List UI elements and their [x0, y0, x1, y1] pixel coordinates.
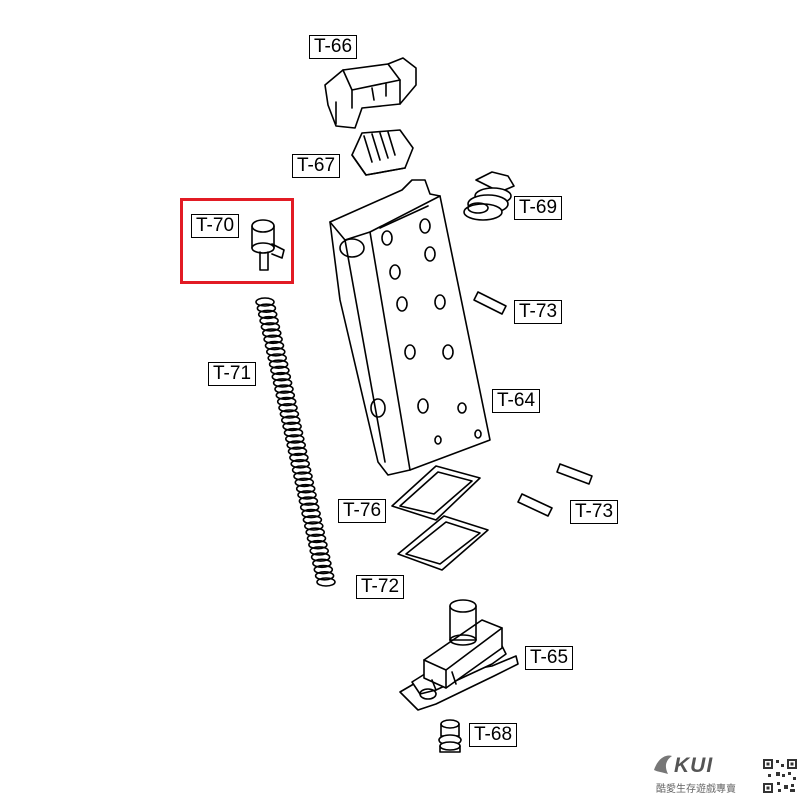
spring-coil: [299, 502, 320, 513]
spring-coil: [257, 309, 278, 320]
spring-coil: [291, 465, 312, 475]
spring-coil: [280, 415, 301, 426]
spring-coil: [294, 477, 315, 488]
spring-coil: [272, 378, 293, 388]
label-t65: T-65: [525, 646, 574, 670]
part-t73-pin-lower-drawing: [517, 463, 593, 517]
part-t71-spring-drawing: [255, 297, 336, 587]
spring-coil: [289, 452, 309, 463]
spring-coil: [275, 390, 296, 401]
spring-coil: [301, 508, 321, 519]
part-t66-drawing: [324, 57, 417, 129]
spring-coil: [287, 446, 308, 457]
spring-coil: [297, 490, 317, 500]
part-t64-drawing: [329, 179, 491, 476]
spring-coil: [255, 297, 275, 307]
label-t64: T-64: [492, 389, 541, 413]
spring-coil: [267, 353, 288, 363]
label-t67: T-67: [292, 154, 341, 178]
spring-coil: [298, 496, 319, 506]
label-t76: T-76: [338, 499, 387, 523]
spring-coil: [313, 564, 334, 575]
part-t73-pin-upper-drawing: [473, 291, 507, 315]
spring-coil: [276, 396, 297, 407]
spring-coil: [286, 440, 307, 450]
bird-icon: [654, 755, 672, 774]
label-t66: T-66: [309, 35, 358, 59]
spring-coil: [283, 427, 304, 438]
label-t70: T-70: [191, 214, 240, 238]
part-t76-drawing: [391, 465, 481, 521]
spring-coil: [260, 322, 281, 332]
spring-coil: [290, 458, 311, 469]
spring-coil: [306, 533, 327, 544]
part-t69-drawing: [463, 171, 515, 221]
spring-coil: [278, 402, 298, 413]
label-t71: T-71: [208, 362, 257, 386]
spring-coil: [259, 315, 279, 326]
spring-coil: [316, 577, 336, 587]
spring-coil: [279, 409, 300, 419]
label-t73-lower: T-73: [570, 500, 619, 524]
spring-coil: [274, 384, 294, 394]
part-t70-drawing: [251, 219, 285, 271]
spring-coil: [314, 570, 335, 581]
brand-name: KUI: [674, 754, 714, 777]
spring-coil: [270, 365, 290, 376]
label-t73-upper: T-73: [514, 300, 563, 324]
spring-coil: [284, 434, 305, 444]
spring-coil: [261, 328, 282, 338]
spring-coil: [265, 346, 286, 357]
spring-coil: [268, 359, 289, 370]
spring-coil: [264, 340, 285, 351]
spring-coil: [256, 303, 277, 314]
spring-coil: [271, 371, 292, 382]
label-t68: T-68: [469, 723, 518, 747]
spring-coil: [310, 552, 331, 562]
label-t72: T-72: [356, 575, 405, 599]
qr-code-icon: [762, 758, 798, 794]
part-t65-drawing: [399, 599, 519, 711]
spring-coil: [309, 546, 330, 556]
spring-coil: [282, 421, 302, 432]
part-t72-drawing: [397, 515, 489, 571]
spring-coil: [305, 527, 326, 538]
spring-coil: [263, 334, 283, 345]
spring-coil: [308, 539, 328, 550]
part-t67-drawing: [351, 129, 414, 176]
spring-coil: [312, 558, 332, 569]
highlight-box-t70: [180, 198, 294, 284]
part-t68-drawing: [438, 719, 462, 753]
spring-coil: [302, 514, 323, 525]
brand-logo: KUI 酷愛生存遊戲專賣: [652, 752, 760, 796]
spring-coil: [295, 483, 316, 494]
spring-coil: [303, 521, 324, 531]
brand-tagline: 酷愛生存遊戲專賣: [656, 784, 736, 795]
label-t69: T-69: [514, 196, 563, 220]
spring-coil: [293, 471, 313, 482]
